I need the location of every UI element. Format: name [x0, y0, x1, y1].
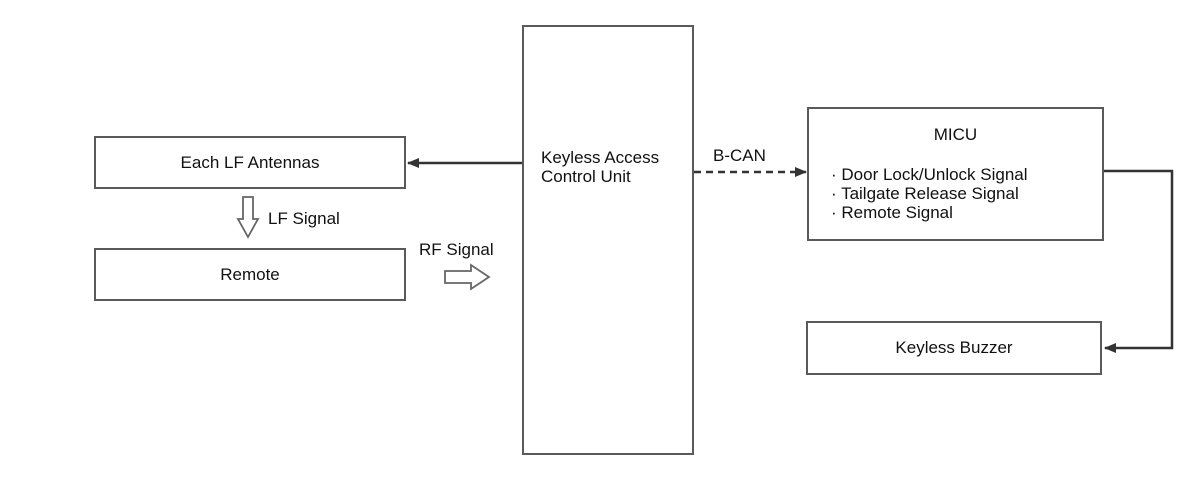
- rf-signal-label: RF Signal: [419, 240, 494, 259]
- micu-title: MICU: [933, 125, 978, 144]
- micu-signal-item: · Remote Signal: [831, 203, 953, 222]
- lf-antennas-label: Each LF Antennas: [180, 152, 320, 172]
- b-can-label: B-CAN: [713, 146, 766, 165]
- lf-signal-hollow-arrow: [236, 196, 260, 239]
- micu-to-buzzer-line: [1104, 169, 1174, 353]
- rf-signal-hollow-arrow: [444, 263, 491, 291]
- remote-label: Remote: [220, 264, 280, 284]
- kacu-label: Keyless Access Control Unit: [541, 148, 659, 186]
- keyless-buzzer-box: Keyless Buzzer: [806, 321, 1102, 375]
- remote-box: Remote: [94, 248, 406, 301]
- lf-antennas-box: Each LF Antennas: [94, 136, 406, 189]
- lf-signal-label: LF Signal: [268, 209, 340, 228]
- micu-signal-item: · Door Lock/Unlock Signal: [831, 165, 1028, 184]
- keyless-access-control-unit-box: Keyless Access Control Unit: [522, 25, 694, 455]
- micu-signal-item: · Tailgate Release Signal: [831, 184, 1019, 203]
- micu-box: MICU · Door Lock/Unlock Signal · Tailgat…: [807, 107, 1104, 241]
- keyless-buzzer-label: Keyless Buzzer: [895, 338, 1013, 357]
- kacu-label-line1: Keyless Access: [541, 148, 660, 167]
- micu-signal-list: · Door Lock/Unlock Signal · Tailgate Rel…: [831, 165, 1028, 222]
- kacu-label-line2: Control Unit: [541, 167, 631, 186]
